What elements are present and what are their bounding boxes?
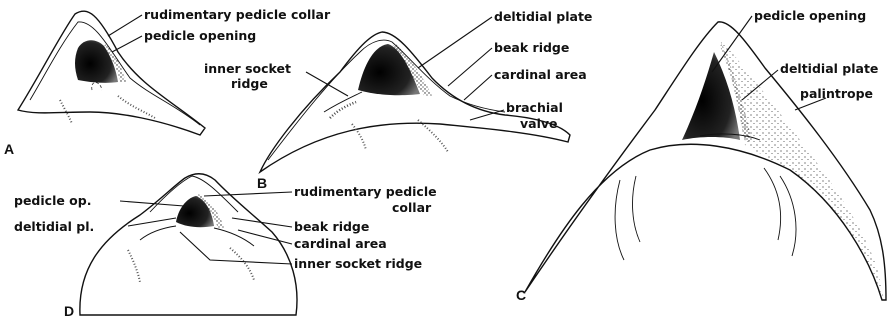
panel-b: deltidial plate beak ridge inner socket … (204, 9, 592, 191)
panel-d-label-collar-2: collar (392, 200, 432, 215)
panel-b-label-socket-2: ridge (231, 76, 268, 91)
panel-b-label-deltidial: deltidial plate (494, 9, 592, 24)
panel-a-letter: A (4, 141, 14, 157)
panel-d-label-beak: beak ridge (294, 219, 369, 234)
panel-c-label-opening: pedicle opening (754, 8, 866, 23)
panel-d-label-pedicle-op: pedicle op. (14, 193, 91, 208)
panel-a-label-collar: rudimentary pedicle collar (144, 7, 331, 22)
panel-c-arc-right-1 (764, 168, 781, 240)
panel-d-label-collar-1: rudimentary pedicle (294, 184, 437, 199)
panel-b-label-socket-1: inner socket (204, 61, 291, 76)
panel-d-label-socket: inner socket ridge (294, 256, 422, 271)
panel-b-label-brachial-2: valve (520, 116, 558, 131)
panel-d: pedicle op. deltidial pl. rudimentary pe… (14, 174, 437, 319)
panel-d-label-cardinal: cardinal area (294, 236, 387, 251)
panel-b-leader-cardinal (464, 75, 492, 100)
panel-b-leader-deltidial (418, 17, 492, 68)
panel-c-label-deltidial: deltidial plate (780, 61, 878, 76)
panel-b-label-brachial-1: brachial (506, 100, 563, 115)
panel-a-label-opening: pedicle opening (144, 28, 256, 43)
panel-c-label-palintrope: palintrope (800, 86, 873, 101)
panel-c: pedicle opening deltidial plate palintro… (516, 8, 886, 303)
panel-c-arc-right-2 (780, 176, 796, 256)
panel-d-label-deltidial: deltidial pl. (14, 219, 94, 234)
panel-b-label-beak: beak ridge (494, 40, 569, 55)
panel-c-letter: C (516, 287, 526, 303)
panel-a-leader-opening (112, 36, 142, 52)
panel-a-leader-collar (108, 15, 142, 36)
panel-a: rudimentary pedicle collar pedicle openi… (4, 7, 331, 157)
panel-d-letter: D (64, 303, 74, 319)
panel-b-label-cardinal: cardinal area (494, 67, 587, 82)
panel-c-arc-left-2 (633, 176, 640, 242)
panel-c-palintrope-stipple (720, 40, 884, 300)
panel-d-shell (80, 174, 297, 315)
panel-c-arc-left-1 (615, 180, 624, 260)
panel-b-letter: B (257, 175, 267, 191)
